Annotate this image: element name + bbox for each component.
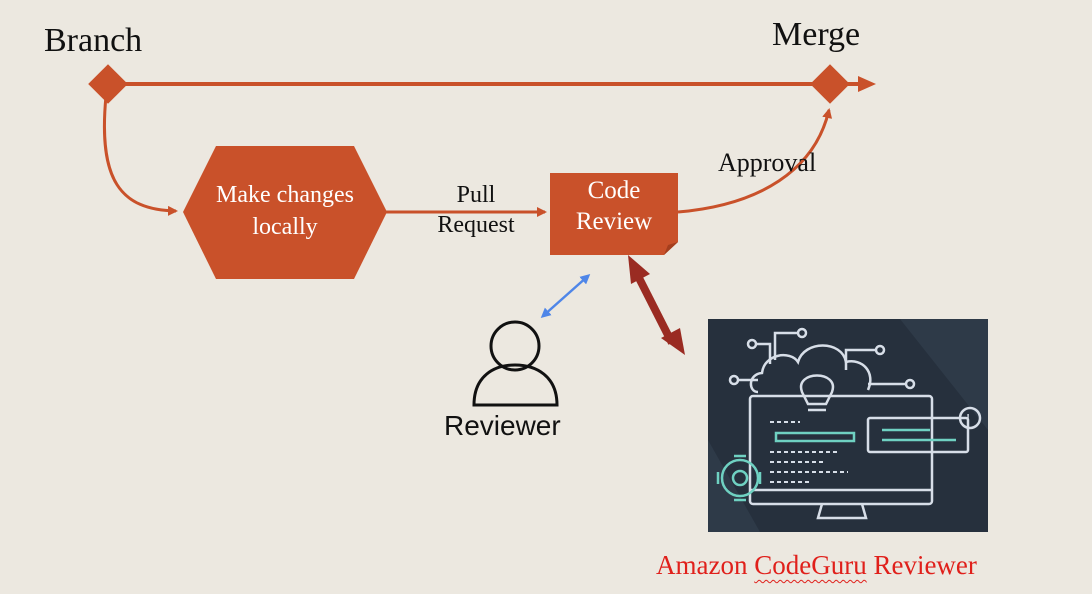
product-label: Amazon CodeGuru Reviewer xyxy=(656,550,977,581)
code-review-line1: Code xyxy=(587,177,641,204)
svg-text:!: ! xyxy=(966,411,970,428)
merge-diamond xyxy=(810,64,850,104)
make-changes-label: Make changes locally xyxy=(216,182,354,240)
pull-request-label: Pull Request xyxy=(420,180,532,240)
approval-label: Approval xyxy=(718,148,817,177)
code-review-label: Code Review xyxy=(552,175,676,238)
person-outline-icon xyxy=(472,320,559,407)
branch-to-changes-arrow xyxy=(102,95,178,216)
merge-arrowhead xyxy=(858,76,876,92)
branch-label: Branch xyxy=(44,22,143,59)
make-changes-hexagon xyxy=(183,146,387,279)
product-prefix: Amazon xyxy=(656,550,755,580)
product-suffix: Reviewer xyxy=(866,550,977,580)
code-review-box xyxy=(550,173,678,255)
branch-diamond xyxy=(88,64,128,104)
merge-label: Merge xyxy=(772,16,861,53)
approval-arrow xyxy=(677,108,833,214)
product-highlight: CodeGuru xyxy=(754,550,867,580)
reviewer-review-link xyxy=(540,274,591,318)
code-review-line2: Review xyxy=(575,208,653,236)
codeguru-computer-cloud-lightbulb-gear-icon: ! xyxy=(708,319,988,532)
pull-request-line1: Pull xyxy=(456,182,496,208)
reviewer-label: Reviewer xyxy=(444,410,561,441)
codeguru-review-link xyxy=(628,255,685,355)
pull-request-line2: Request xyxy=(437,212,515,238)
